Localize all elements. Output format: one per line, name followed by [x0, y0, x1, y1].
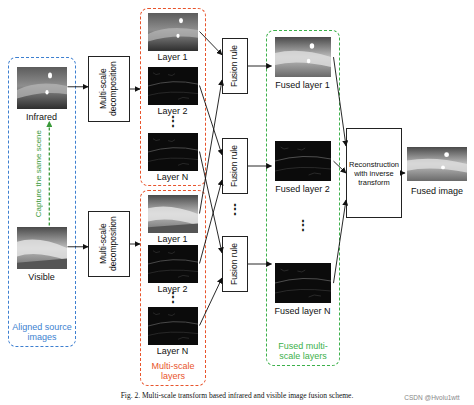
image-node: Layer 2: [146, 66, 200, 116]
ellipsis-mark: ⋮: [167, 291, 179, 303]
connector: [200, 80, 223, 214]
process-box: Reconstruction with inverse transform: [346, 128, 402, 218]
connector: [334, 200, 347, 283]
layer-image: [148, 245, 198, 283]
box-text: Multi-scale decomposition: [99, 212, 119, 276]
connector: [200, 86, 223, 155]
image-node: Layer 1: [146, 12, 200, 62]
image-label: Layer N: [140, 172, 206, 182]
process-box: Fusion rule: [222, 236, 248, 292]
watermark: CSDN @Hvolu1wtt: [404, 395, 459, 402]
edge-label: Capture the same scene: [35, 130, 43, 217]
fused-image: [407, 147, 467, 181]
figure-caption: Fig. 2. Multi-scale transform based infr…: [0, 391, 474, 401]
image-label: Layer N: [140, 346, 206, 356]
box-text: Reconstruction with inverse transform: [348, 160, 400, 187]
fused-layer-image: [275, 37, 331, 77]
process-box: Multi-scale decomposition: [88, 56, 130, 122]
connector: [334, 57, 347, 146]
layer-image: [148, 133, 198, 171]
infrared-image: [17, 67, 67, 109]
image-node: Layer N: [146, 306, 200, 356]
process-box: Fusion rule: [222, 138, 248, 194]
layer-image: [148, 195, 198, 233]
ellipsis-mark: ⋮: [229, 203, 241, 215]
layer-image: [148, 307, 198, 345]
connector: [334, 161, 347, 173]
box-text: Fusion rule: [230, 243, 240, 285]
group-box: Fused multi-scale layersFused layer 1Fus…: [266, 30, 340, 366]
connector: [200, 32, 223, 55]
group-box: Multi-scale layers Layer 1Layer 2 Layer N: [140, 190, 206, 386]
image-label: Fused layer 1: [266, 80, 340, 90]
layer-image: [148, 67, 198, 105]
image-label: Fused layer N: [266, 306, 340, 316]
box-text: Multi-scale decomposition: [99, 57, 119, 121]
connector: [130, 244, 140, 245]
connector: [248, 264, 272, 265]
image-label: Infrared: [10, 112, 74, 122]
connector: [402, 173, 405, 174]
layer-image: [148, 13, 198, 51]
box-text: Fusion rule: [230, 45, 240, 87]
image-label: Layer 2: [140, 106, 206, 116]
image-label: Layer 1: [140, 234, 206, 244]
image-label: Layer 1: [140, 52, 206, 62]
connector: [130, 89, 140, 90]
fused-layer-image: [275, 141, 331, 181]
fused-layer-image: [275, 263, 331, 303]
connector: [68, 246, 89, 247]
ellipsis-mark: ⋮: [167, 115, 179, 127]
connector: [200, 180, 223, 264]
connector: [49, 122, 50, 226]
image-node: Fused layer N: [272, 262, 334, 316]
image-node: Layer 2: [146, 244, 200, 294]
image-label: Fused layer 2: [266, 184, 340, 194]
box-text: Fusion rule: [230, 145, 240, 187]
image-node: Visible: [16, 226, 68, 282]
connector: [248, 166, 272, 167]
image-node: Fused layer 2: [272, 140, 334, 194]
ellipsis-mark: ⋮: [297, 219, 309, 231]
connector: [200, 152, 223, 253]
connector: [248, 66, 272, 67]
group-title: Aligned source images: [11, 323, 73, 343]
image-label: Fused image: [399, 186, 474, 196]
image-node: Infrared: [16, 66, 68, 122]
image-node: Fused layer 1: [272, 36, 334, 90]
image-node: Layer 1: [146, 194, 200, 244]
process-box: Multi-scale decomposition: [88, 211, 130, 277]
visible-image: [17, 227, 67, 269]
connector: [68, 86, 89, 87]
group-box: Layer 1Layer 2Layer N: [140, 8, 206, 186]
group-title: Multi-scale layers: [143, 362, 203, 382]
image-label: Visible: [10, 272, 74, 282]
process-box: Fusion rule: [222, 38, 248, 94]
connector: [200, 278, 223, 326]
image-node: Layer N: [146, 132, 200, 182]
group-title: Fused multi-scale layers: [269, 342, 337, 362]
image-node: Fused image: [405, 146, 469, 196]
